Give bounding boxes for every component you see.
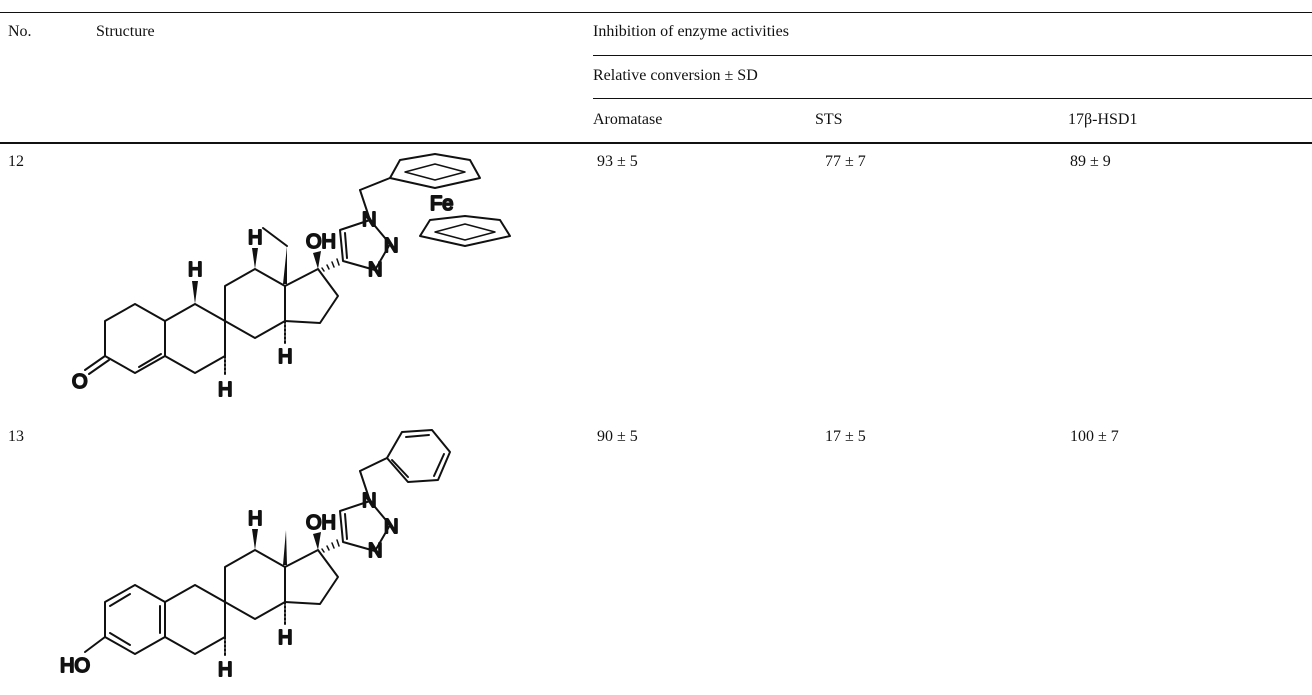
row-13-sts: 17 ± 5 <box>825 428 866 445</box>
s12-label-h4: H <box>278 346 292 368</box>
group-header-rule <box>593 55 1312 56</box>
row-13-17b-hsd1: 100 ± 7 <box>1070 428 1119 445</box>
s12-label-n1: N <box>362 209 376 231</box>
s13-label-oh: OH <box>306 512 336 534</box>
col-header-17b-hsd1: 17β-HSD1 <box>1068 111 1138 128</box>
row-13-aromatase: 90 ± 5 <box>597 428 638 445</box>
s13-label-ho: HO <box>60 655 90 677</box>
col-header-structure: Structure <box>96 23 155 40</box>
s12-label-n3: N <box>368 259 382 281</box>
col-header-aromatase: Aromatase <box>593 111 663 128</box>
col-header-no: No. <box>8 23 32 40</box>
s13-label-n3: N <box>368 540 382 562</box>
subgroup-header-rule <box>593 98 1312 99</box>
s13-label-h3: H <box>278 627 292 649</box>
col-header-sts: STS <box>815 111 843 128</box>
col-header-group: Inhibition of enzyme activities <box>593 23 789 40</box>
table-top-rule <box>0 12 1312 13</box>
s12-label-n2: N <box>384 235 398 257</box>
s12-label-h2: H <box>218 379 232 401</box>
s12-label-oh: OH <box>306 231 336 253</box>
s13-label-h1: H <box>218 659 232 681</box>
header-bottom-rule <box>0 142 1312 144</box>
s12-label-o: O <box>72 371 88 393</box>
structure-12-diagram: H H H H O OH N N N Fe <box>71 153 511 402</box>
row-13-no: 13 <box>8 428 24 445</box>
s12-label-h3: H <box>248 227 262 249</box>
s13-label-h2: H <box>248 508 262 530</box>
s12-label-h1: H <box>188 259 202 281</box>
col-header-subgroup: Relative conversion ± SD <box>593 67 758 84</box>
row-12-aromatase: 93 ± 5 <box>597 153 638 170</box>
row-12-no: 12 <box>8 153 24 170</box>
row-12-17b-hsd1: 89 ± 9 <box>1070 153 1111 170</box>
s12-label-fe: Fe <box>430 193 453 215</box>
row-12-sts: 77 ± 7 <box>825 153 866 170</box>
structure-13-diagram: H H H HO OH N N N <box>59 429 451 682</box>
s13-label-n1: N <box>362 490 376 512</box>
s13-label-n2: N <box>384 516 398 538</box>
